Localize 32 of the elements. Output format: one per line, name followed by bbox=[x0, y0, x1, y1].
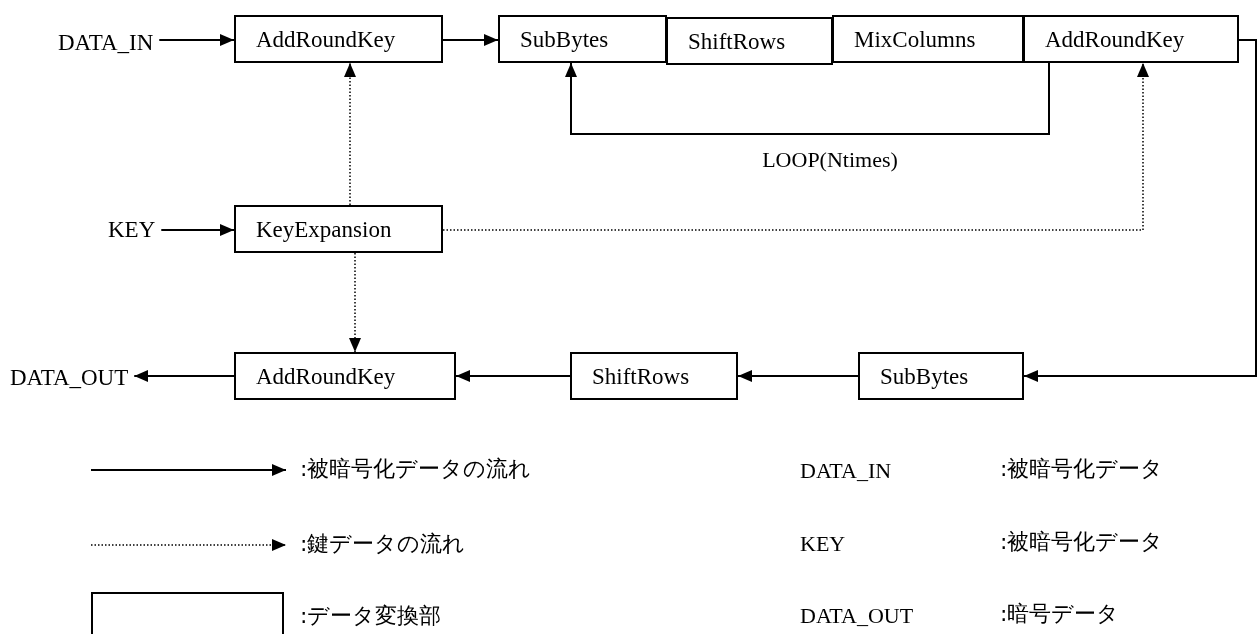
definition-text: :被暗号化データ bbox=[1000, 531, 1164, 553]
definition-text: :被暗号化データ bbox=[1000, 458, 1164, 480]
process-box: SubBytes bbox=[858, 352, 1024, 400]
arrow bbox=[160, 224, 235, 236]
process-box: ShiftRows bbox=[666, 17, 833, 65]
arrow bbox=[1023, 39, 1257, 382]
legend-text: :被暗号化データの流れ bbox=[300, 458, 532, 480]
process-box: MixColumns bbox=[832, 15, 1024, 63]
legend-text: :データ変換部 bbox=[300, 605, 442, 627]
process-box: AddRoundKey bbox=[1023, 15, 1239, 63]
signal-name: KEY bbox=[800, 533, 846, 555]
signal-label: DATA_OUT bbox=[10, 366, 129, 389]
signal-name: DATA_IN bbox=[800, 460, 892, 482]
arrow bbox=[442, 34, 499, 46]
arrow bbox=[455, 370, 571, 382]
process-box: SubBytes bbox=[498, 15, 667, 63]
arrow bbox=[158, 34, 235, 46]
arrow bbox=[133, 370, 235, 382]
process-box: KeyExpansion bbox=[234, 205, 443, 253]
arrow bbox=[737, 370, 859, 382]
definition-text: :暗号データ bbox=[1000, 603, 1120, 625]
process-box: AddRoundKey bbox=[234, 352, 456, 400]
process-box: AddRoundKey bbox=[234, 15, 443, 63]
arrow bbox=[565, 62, 1050, 135]
signal-name: DATA_OUT bbox=[800, 605, 914, 627]
signal-label: DATA_IN bbox=[58, 31, 154, 54]
dotted-arrow bbox=[349, 252, 361, 353]
dotted-arrow bbox=[344, 62, 356, 206]
process-box: ShiftRows bbox=[570, 352, 738, 400]
edge-label: LOOP(Ntimes) bbox=[762, 149, 898, 171]
signal-label: KEY bbox=[108, 218, 156, 241]
legend-text: :鍵データの流れ bbox=[300, 533, 466, 555]
